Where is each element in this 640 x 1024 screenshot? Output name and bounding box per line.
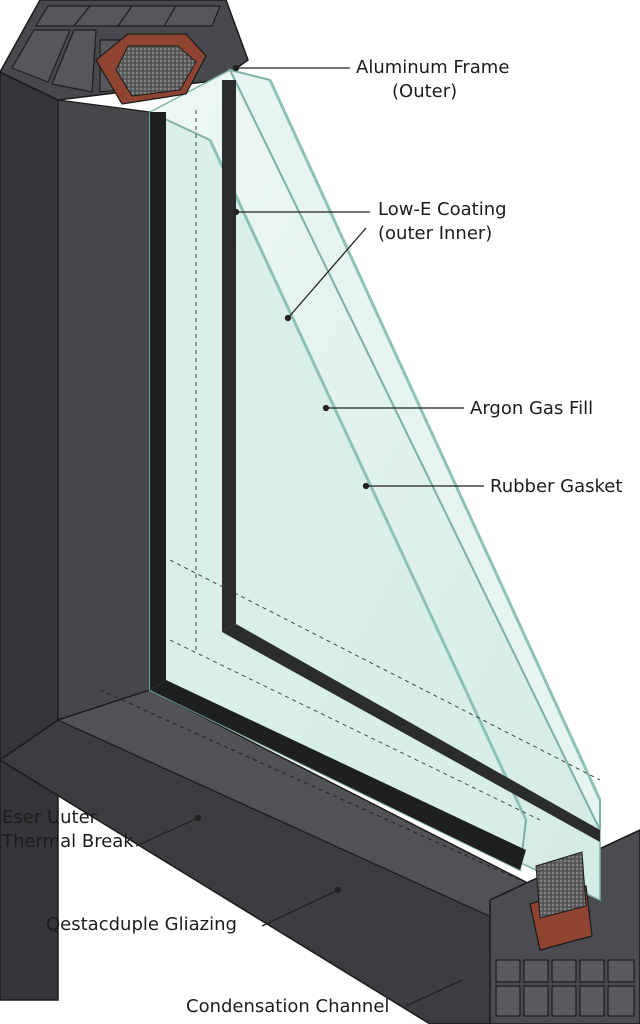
label-glazing: Qestacduple Gliazing: [46, 914, 237, 935]
spacer-left: [150, 112, 166, 690]
glass-dashed-lines: [169, 110, 601, 821]
label-thermal-break-line1: Eser Uuter: [2, 807, 98, 828]
label-low-e-coating: Low-E Coating (outer Inner): [378, 198, 507, 246]
label-low-e-coating-line1: Low-E Coating: [378, 199, 507, 220]
spacer-left-2: [222, 80, 236, 632]
bottom-desiccant: [535, 851, 587, 919]
spacer-bottom: [150, 680, 526, 870]
label-low-e-coating-line2: (outer Inner): [378, 223, 493, 244]
label-aluminum-frame-line2: (Outer): [392, 81, 458, 102]
chamber-grid-bottom: [495, 959, 635, 1017]
frame-left-front: [0, 71, 59, 1001]
frame-inner-channel: [57, 99, 151, 721]
sill-dashed-line: [99, 689, 521, 881]
label-rubber-gasket: Rubber Gasket: [490, 476, 623, 497]
spacer-bottom-2: [222, 624, 600, 842]
label-thermal-break-line2: Thermal Break: [2, 831, 134, 852]
leader-lines: [135, 64, 484, 1007]
label-thermal-break: Eser Uuter Thermal Break: [2, 806, 134, 854]
glass-edges: [208, 79, 602, 821]
label-condensation-channel: Condensation Channel: [186, 996, 390, 1017]
top-desiccant: [115, 45, 197, 97]
label-aluminum-frame: Aluminum Frame (Outer): [356, 56, 509, 104]
label-argon-gas-fill: Argon Gas Fill: [470, 398, 594, 419]
label-aluminum-frame-line1: Aluminum Frame: [356, 57, 510, 78]
